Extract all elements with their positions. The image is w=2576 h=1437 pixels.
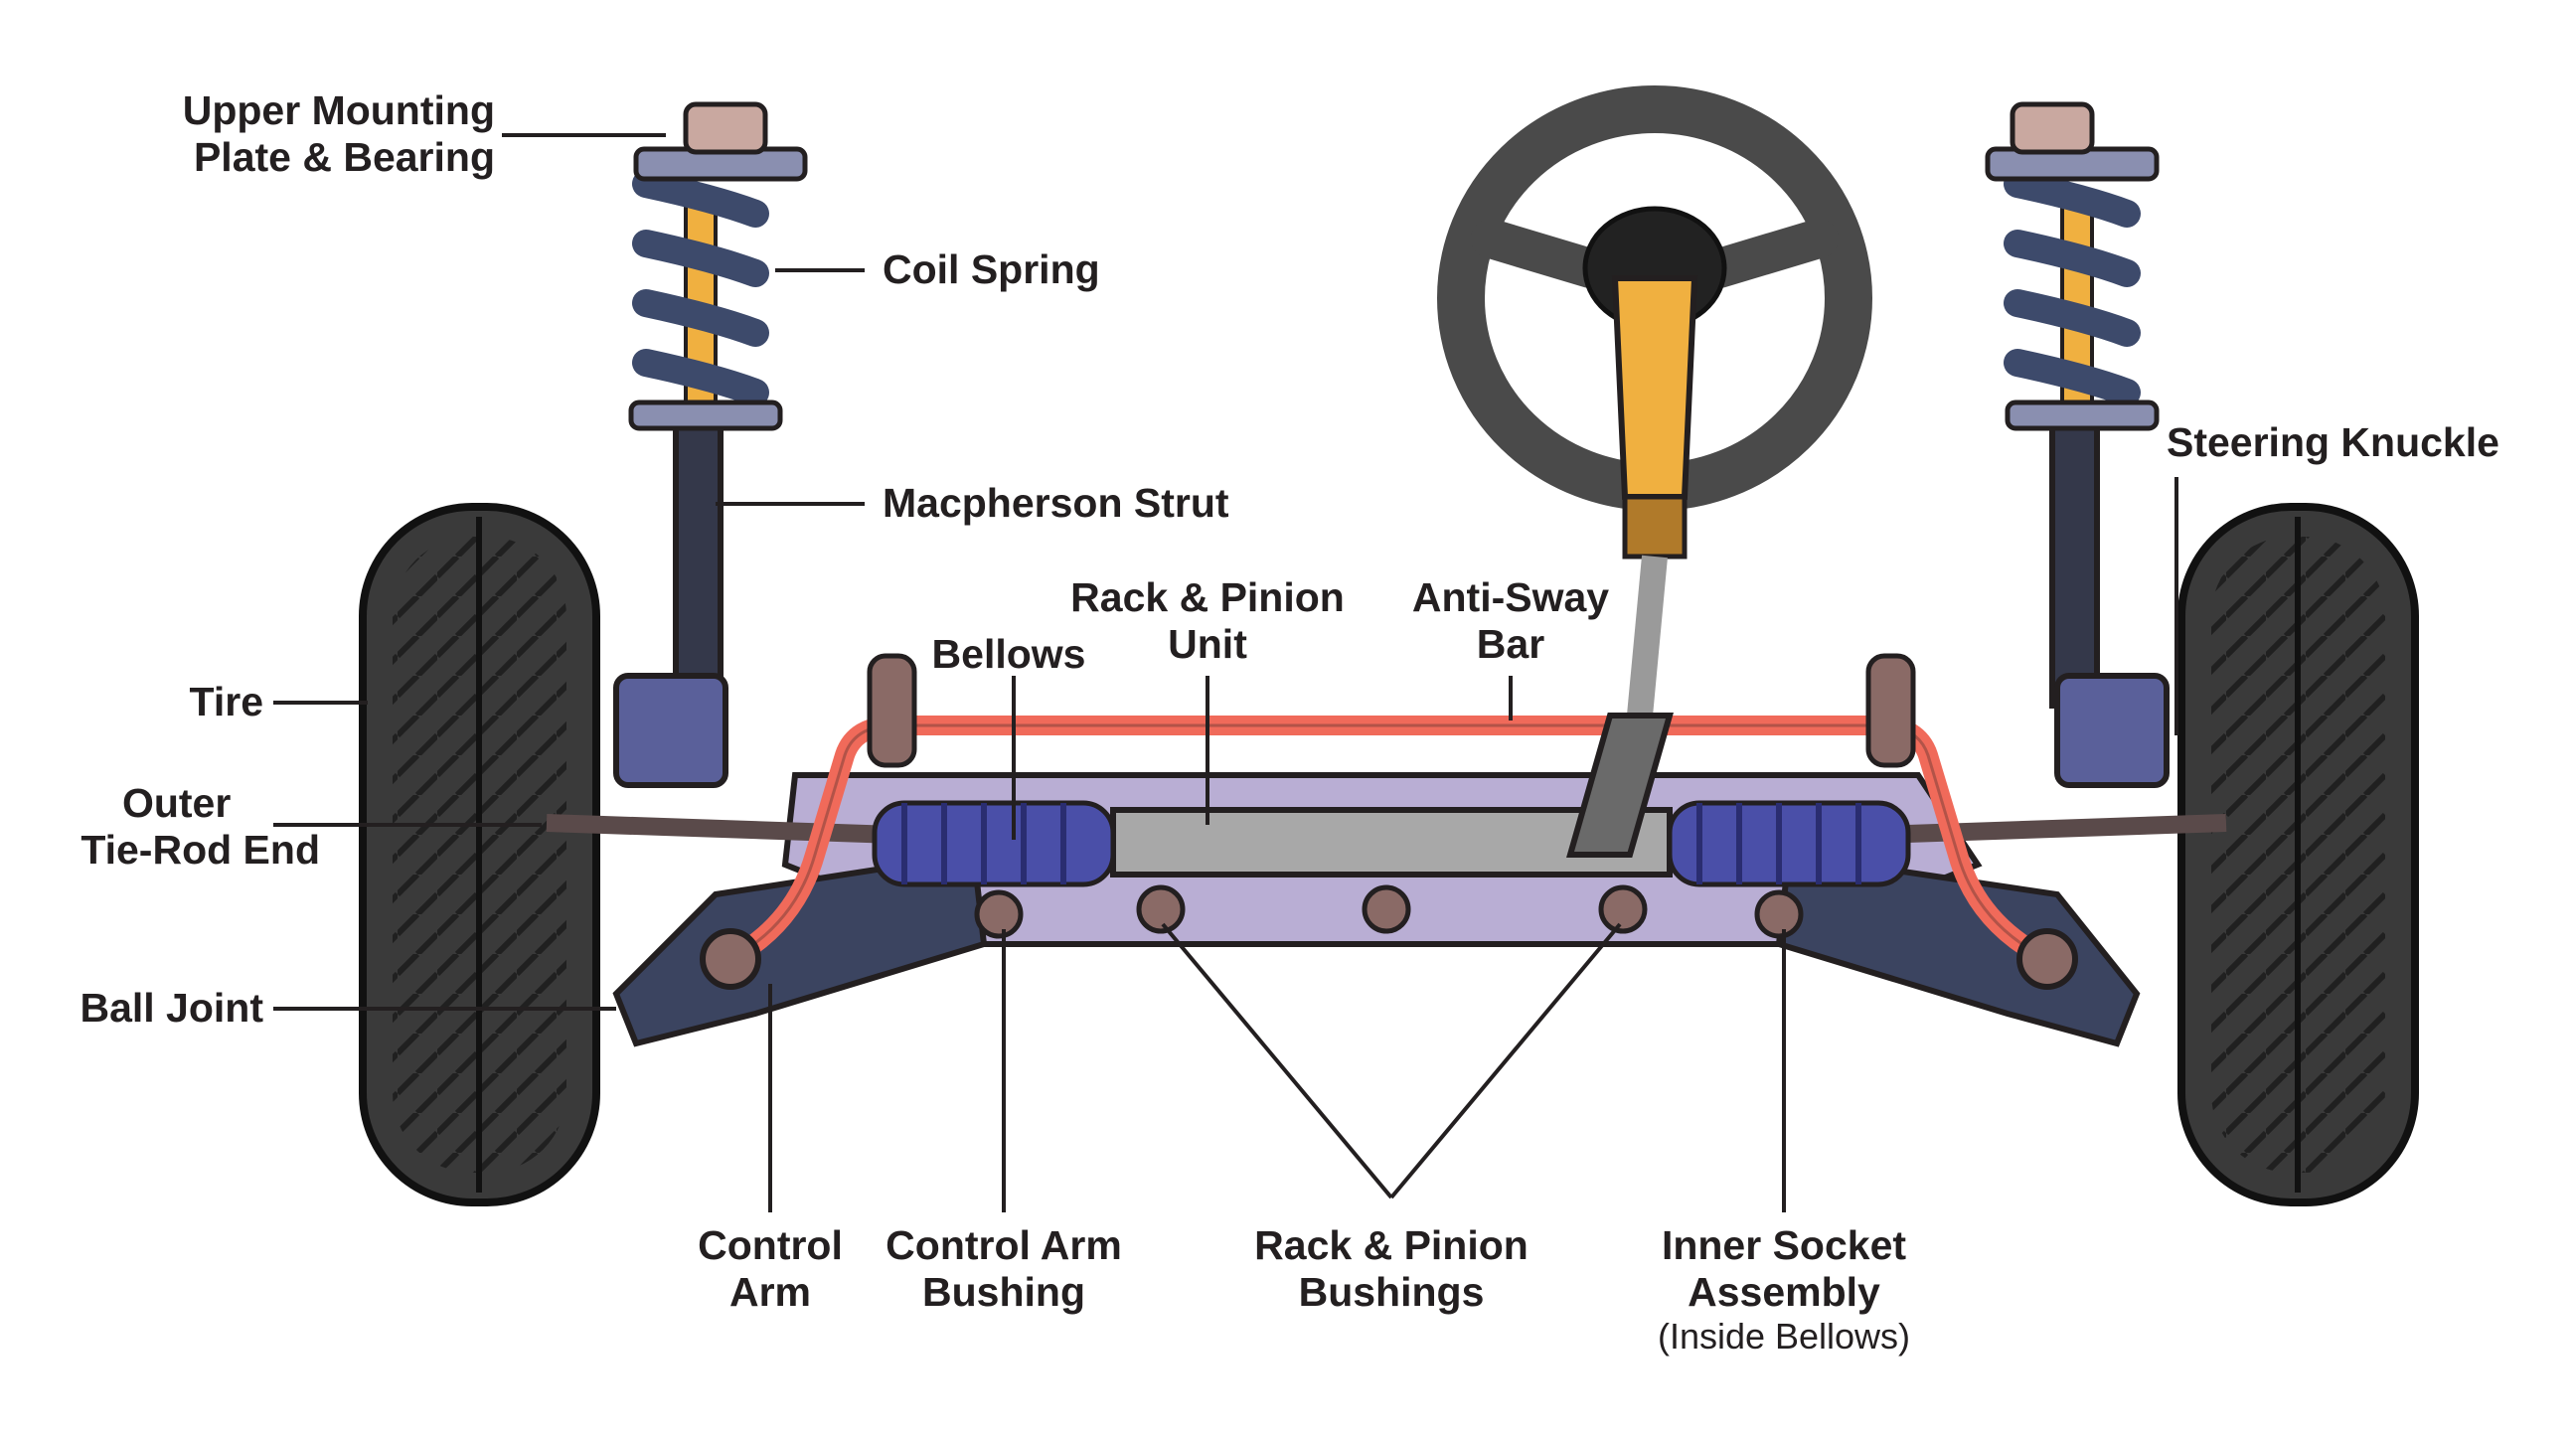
label-inner-socket-line1: Inner Socket xyxy=(1661,1222,1907,1268)
label-rack-pinion-bushings-line2: Bushings xyxy=(1298,1269,1485,1315)
label-upper-mounting-plate: Upper Mounting Plate & Bearing xyxy=(183,87,495,181)
label-coil-spring: Coil Spring xyxy=(883,246,1100,292)
label-control-arm-bushing: Control Arm Bushing xyxy=(886,1222,1122,1316)
column-coupler xyxy=(1622,494,1688,559)
label-control-arm-line1: Control xyxy=(698,1222,843,1268)
steering-column xyxy=(1611,275,1698,500)
label-ball-joint: Ball Joint xyxy=(80,985,263,1031)
label-control-arm-line2: Arm xyxy=(728,1269,812,1315)
intermediate-shaft xyxy=(1627,555,1668,718)
right-sway-mount xyxy=(1865,653,1916,768)
label-outer-tie-rod-line2: Tie-Rod End xyxy=(80,827,320,873)
label-control-arm-bushing-line1: Control Arm xyxy=(886,1222,1122,1268)
label-control-arm: Control Arm xyxy=(698,1222,843,1316)
label-inner-socket-line2: Assembly xyxy=(1688,1269,1880,1315)
left-tire xyxy=(359,503,600,1206)
label-bellows: Bellows xyxy=(931,631,1086,677)
right-tie-rod xyxy=(1877,814,2227,844)
label-outer-tie-rod-line1: Outer xyxy=(121,780,232,826)
right-sway-link xyxy=(2016,928,2078,990)
label-tire: Tire xyxy=(189,679,263,724)
label-rack-pinion-bushings-line1: Rack & Pinion xyxy=(1254,1222,1529,1268)
right-bellows xyxy=(1667,800,1911,887)
left-bellows xyxy=(872,800,1116,887)
left-control-arm xyxy=(612,851,988,1047)
label-anti-sway-bar: Anti-Sway Bar xyxy=(1412,574,1609,668)
label-control-arm-bushing-line2: Bushing xyxy=(922,1269,1085,1315)
right-strut-assembly xyxy=(1985,101,2170,788)
label-rack-pinion-unit-line2: Unit xyxy=(1168,621,1247,667)
label-macpherson-strut: Macpherson Strut xyxy=(883,480,1229,526)
label-upper-mounting-line2: Plate & Bearing xyxy=(193,134,495,180)
pinion-housing xyxy=(1566,713,1674,858)
left-strut-assembly xyxy=(613,101,808,788)
right-control-arm xyxy=(1775,851,2141,1047)
label-outer-tie-rod-end: Outer Tie-Rod End xyxy=(80,780,320,874)
label-rack-pinion-bushings: Rack & Pinion Bushings xyxy=(1254,1222,1529,1316)
left-tie-rod xyxy=(546,814,895,844)
rack-bushing-bolts xyxy=(974,884,1804,939)
label-inner-socket-assembly: Inner Socket Assembly xyxy=(1662,1222,1906,1316)
label-anti-sway-line1: Anti-Sway xyxy=(1411,574,1610,620)
label-anti-sway-line2: Bar xyxy=(1476,621,1545,667)
leader-lines xyxy=(273,133,2178,1212)
label-rack-pinion-unit-line1: Rack & Pinion xyxy=(1070,574,1345,620)
label-steering-knuckle: Steering Knuckle xyxy=(2167,419,2499,465)
left-sway-mount xyxy=(867,653,917,768)
right-tire xyxy=(2177,503,2419,1206)
left-sway-link xyxy=(700,928,761,990)
label-upper-mounting-line1: Upper Mounting xyxy=(182,87,495,133)
label-rack-pinion-unit: Rack & Pinion Unit xyxy=(1070,574,1345,668)
label-inside-bellows-note: (Inside Bellows) xyxy=(1657,1316,1911,1357)
